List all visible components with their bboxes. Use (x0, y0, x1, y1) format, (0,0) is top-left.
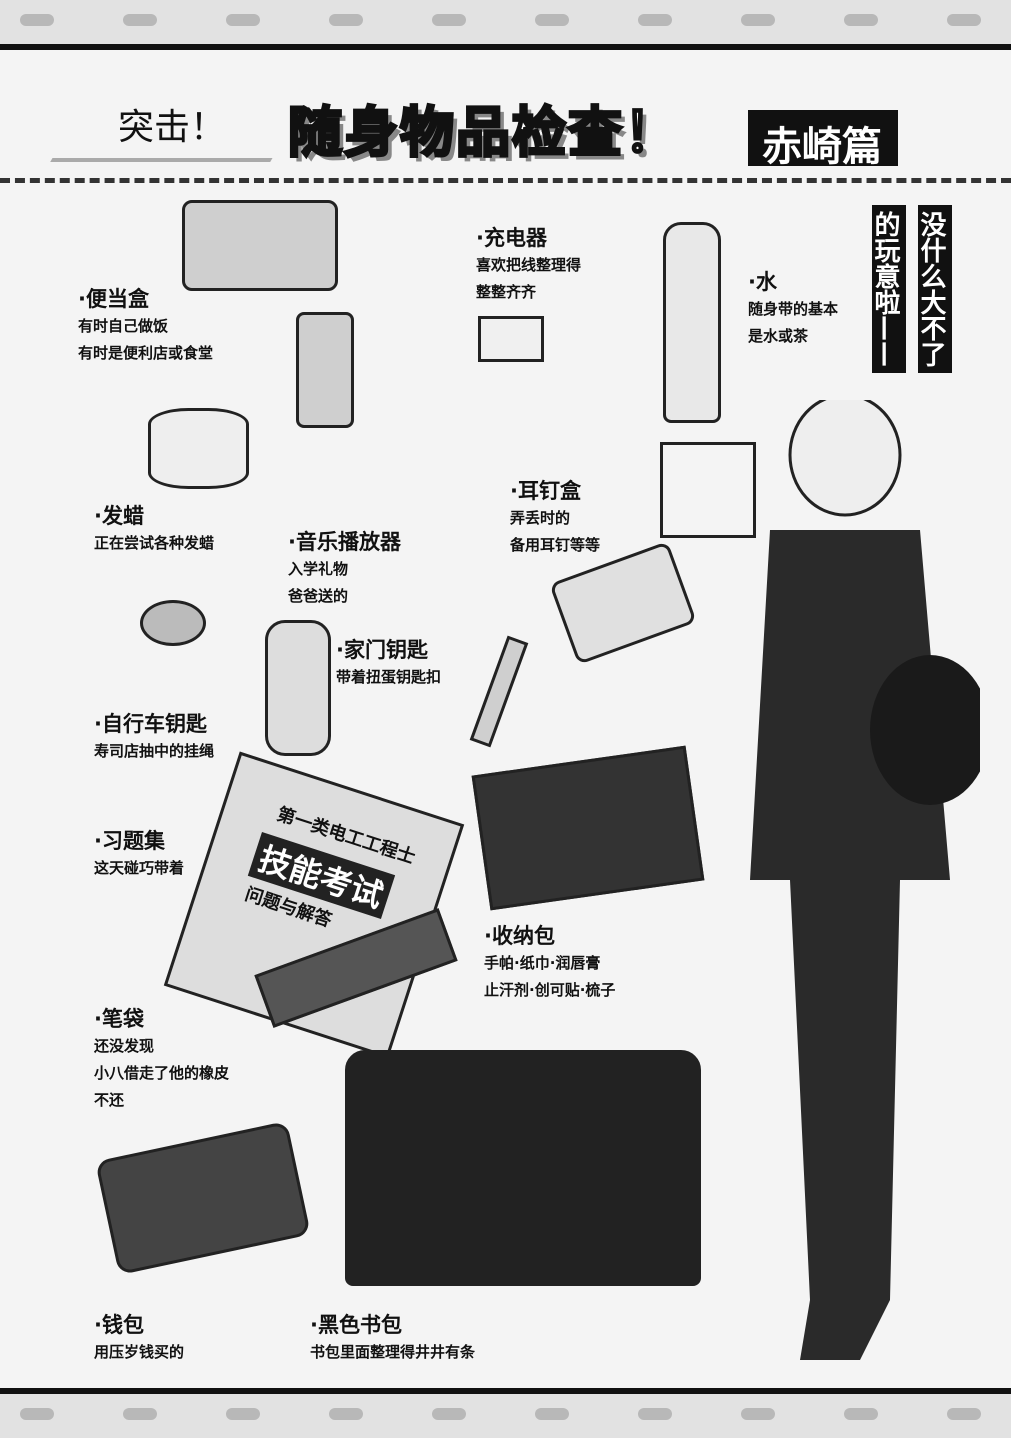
item-title: ·自行车钥匙 (94, 712, 207, 736)
item-label-workbook: ·习题集 这天碰巧带着 (94, 825, 184, 882)
item-title: ·家门钥匙 (336, 638, 428, 662)
top-border-band (0, 0, 1011, 50)
wrench-icon (638, 1408, 672, 1420)
item-note: 有时是便利店或食堂 (78, 344, 214, 362)
shout-text: 突击！ (118, 107, 227, 148)
wrench-icon (844, 1408, 878, 1420)
item-title: ·习题集 (94, 829, 165, 853)
item-title: ·发蜡 (94, 504, 144, 528)
wrench-icon (226, 1408, 260, 1420)
item-note: 弄丢时的 (510, 509, 571, 527)
wrench-icon (638, 14, 672, 26)
item-note: 是水或茶 (748, 327, 809, 345)
item-label-pouch: ·收纳包 手帕·纸巾·润唇膏 止汗剂·创可贴·梳子 (484, 920, 615, 1004)
item-note: 不还 (94, 1091, 125, 1109)
item-note: 手帕·纸巾·润唇膏 (484, 954, 601, 972)
item-label-school-bag: ·黑色书包 书包里面整理得井井有条 (310, 1309, 475, 1366)
wrench-icon (535, 14, 569, 26)
page-title: 随身物品检查！ (287, 100, 680, 166)
item-label-hair-wax: ·发蜡 正在尝试各种发蜡 (94, 500, 214, 557)
character-illustration (750, 400, 980, 1360)
page-subtitle: 赤崎篇 (762, 124, 882, 170)
wrench-icon (741, 14, 775, 26)
wrench-icon (741, 1408, 775, 1420)
item-note: 寿司店抽中的挂绳 (94, 742, 215, 760)
wrench-icon (432, 1408, 466, 1420)
item-title: ·黑色书包 (310, 1313, 402, 1337)
bento-box-illustration (182, 200, 338, 291)
vertical-caption-2: 的玩意啦—— (870, 205, 906, 373)
wrench-icon (20, 14, 54, 26)
item-note: 喜欢把线整理得 (476, 256, 582, 274)
bottom-border-band (0, 1388, 1011, 1438)
item-label-charger: ·充电器 喜欢把线整理得 整整齐齐 (476, 222, 581, 306)
item-note: 小八借走了他的橡皮 (94, 1064, 230, 1082)
item-note: 书包里面整理得井井有条 (310, 1343, 476, 1361)
wrench-icon (226, 14, 260, 26)
subtitle-box (748, 110, 898, 166)
item-label-pencil-case: ·笔袋 还没发现 小八借走了他的橡皮 不还 (94, 1003, 229, 1114)
item-title: ·耳钉盒 (510, 479, 581, 503)
school-bag-illustration (345, 1050, 701, 1286)
character-bag (870, 655, 980, 805)
item-title: ·水 (748, 270, 777, 294)
item-note: 带着扭蛋钥匙扣 (336, 668, 442, 686)
music-player-illustration (296, 312, 354, 428)
item-note: 还没发现 (94, 1037, 155, 1055)
item-title: ·收纳包 (484, 924, 555, 948)
item-note: 止汗剂·创可贴·梳子 (484, 981, 616, 999)
character-head (788, 400, 902, 517)
item-label-house-key: ·家门钥匙 带着扭蛋钥匙扣 (336, 634, 441, 691)
pouch-illustration (471, 745, 705, 911)
item-note: 这天碰巧带着 (94, 859, 185, 877)
vertical-caption-1: 没什么大不了 (916, 205, 952, 373)
wrench-icon (329, 14, 363, 26)
header-divider (0, 178, 1011, 183)
bike-key-illustration (140, 600, 206, 646)
item-note: 入学礼物 (288, 560, 349, 578)
item-title: ·便当盒 (78, 287, 149, 311)
house-key-illustration (265, 620, 331, 756)
item-title: ·钱包 (94, 1313, 144, 1337)
item-note: 有时自己做饭 (78, 317, 169, 335)
item-label-earring-box: ·耳钉盒 弄丢时的 备用耳钉等等 (510, 475, 600, 559)
wrench-icon (947, 1408, 981, 1420)
wet-wipes-illustration (549, 541, 697, 665)
wrench-icon (844, 14, 878, 26)
wrench-icon (535, 1408, 569, 1420)
wrench-icon (329, 1408, 363, 1420)
item-note: 备用耳钉等等 (510, 536, 601, 554)
wrench-icon (123, 14, 157, 26)
wallet-illustration (95, 1120, 311, 1276)
item-label-water: ·水 随身带的基本 是水或茶 (748, 266, 838, 350)
wrench-icon (20, 1408, 54, 1420)
item-label-bike-key: ·自行车钥匙 寿司店抽中的挂绳 (94, 708, 214, 765)
item-label-wallet: ·钱包 用压岁钱买的 (94, 1309, 184, 1366)
wrench-icon (947, 14, 981, 26)
item-note: 整整齐齐 (476, 283, 537, 301)
charger-illustration (478, 316, 544, 362)
item-label-bento: ·便当盒 有时自己做饭 有时是便利店或食堂 (78, 283, 213, 367)
wrench-icon (123, 1408, 157, 1420)
earring-box-illustration (660, 442, 756, 538)
comb-illustration (469, 635, 529, 748)
character-body (750, 530, 950, 1360)
item-note: 爸爸送的 (288, 587, 349, 605)
wrench-icon (432, 14, 466, 26)
hair-wax-illustration (148, 408, 249, 489)
water-bottle-illustration (663, 222, 721, 423)
item-label-music-player: ·音乐播放器 入学礼物 爸爸送的 (288, 526, 401, 610)
item-note: 正在尝试各种发蜡 (94, 534, 215, 552)
item-note: 用压岁钱买的 (94, 1343, 185, 1361)
item-title: ·充电器 (476, 226, 547, 250)
item-note: 随身带的基本 (748, 300, 839, 318)
item-title: ·音乐播放器 (288, 530, 401, 554)
item-title: ·笔袋 (94, 1007, 144, 1031)
